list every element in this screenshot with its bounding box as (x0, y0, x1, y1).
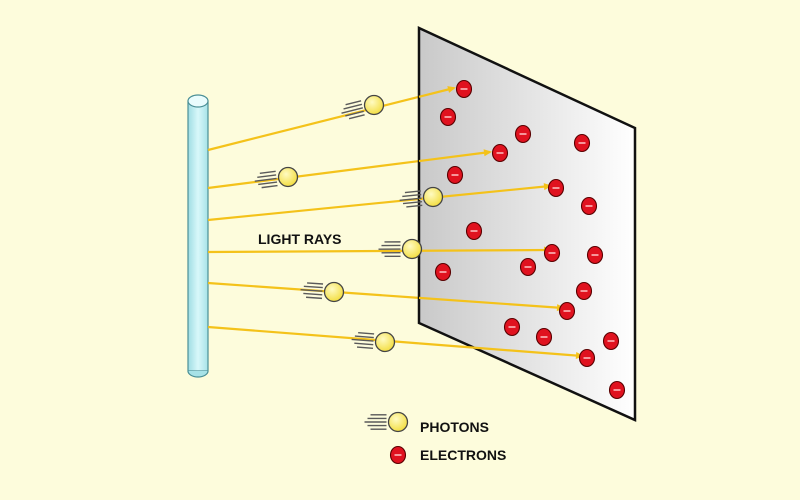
electron-icon-9 (465, 221, 483, 241)
electron-icon-8 (580, 196, 598, 216)
electron-icon-6 (446, 165, 464, 185)
light-rays (207, 95, 420, 345)
electron-icon-15 (558, 301, 576, 321)
electron-icon-18 (602, 331, 620, 351)
photon-icon-6 (351, 331, 396, 353)
ray-arrowhead-1 (447, 86, 456, 93)
light-ray-1 (207, 95, 420, 152)
electron-icon-2 (439, 107, 457, 127)
electron-icon-19 (578, 348, 596, 368)
photon-icon-2 (254, 166, 299, 189)
electron-icon-12 (519, 257, 537, 277)
light-ray-4 (207, 249, 420, 254)
photon-icon (364, 411, 409, 433)
photon-icon-1 (341, 94, 385, 120)
electron-icon-11 (586, 245, 604, 265)
electrons-group (434, 79, 626, 400)
legend-electrons-label: ELECTRONS (420, 447, 506, 463)
light-ray-segment-5 (418, 296, 564, 310)
electron-icon-20 (608, 380, 626, 400)
electron-icon-5 (491, 143, 509, 163)
electron-icon-10 (543, 243, 561, 263)
light-ray-segment-1 (418, 86, 455, 98)
electron-icon-3 (514, 124, 532, 144)
light-ray-segment-6 (418, 342, 583, 358)
legend-electron-icon (389, 445, 407, 465)
photon-icon-5 (300, 281, 345, 303)
light-ray-segment-2 (418, 150, 491, 163)
electron-icon-16 (503, 317, 521, 337)
ray-arrowhead-3 (543, 183, 552, 191)
light-ray-2 (207, 159, 420, 190)
electron-icon-17 (535, 327, 553, 347)
ray-arrowhead-2 (483, 149, 492, 157)
electron-icon-4 (573, 133, 591, 153)
photon-icon-4 (378, 238, 423, 260)
electron-icon-13 (434, 262, 452, 282)
photons-group (254, 94, 444, 353)
electron-icon-7 (547, 178, 565, 198)
light-tube (187, 94, 209, 378)
electron-icon-14 (575, 281, 593, 301)
light-rays-label: LIGHT RAYS (258, 231, 342, 247)
light-ray-3 (207, 197, 420, 222)
electron-icon (389, 445, 407, 465)
metal-plate (417, 26, 637, 422)
legend-photons-label: PHOTONS (420, 419, 489, 435)
photon-icon-3 (399, 186, 444, 208)
electron-icon-1 (455, 79, 473, 99)
light-ray-segment-4 (418, 248, 551, 252)
legend-photon-icon (364, 411, 409, 433)
legend: PHOTONS ELECTRONS (364, 411, 506, 465)
